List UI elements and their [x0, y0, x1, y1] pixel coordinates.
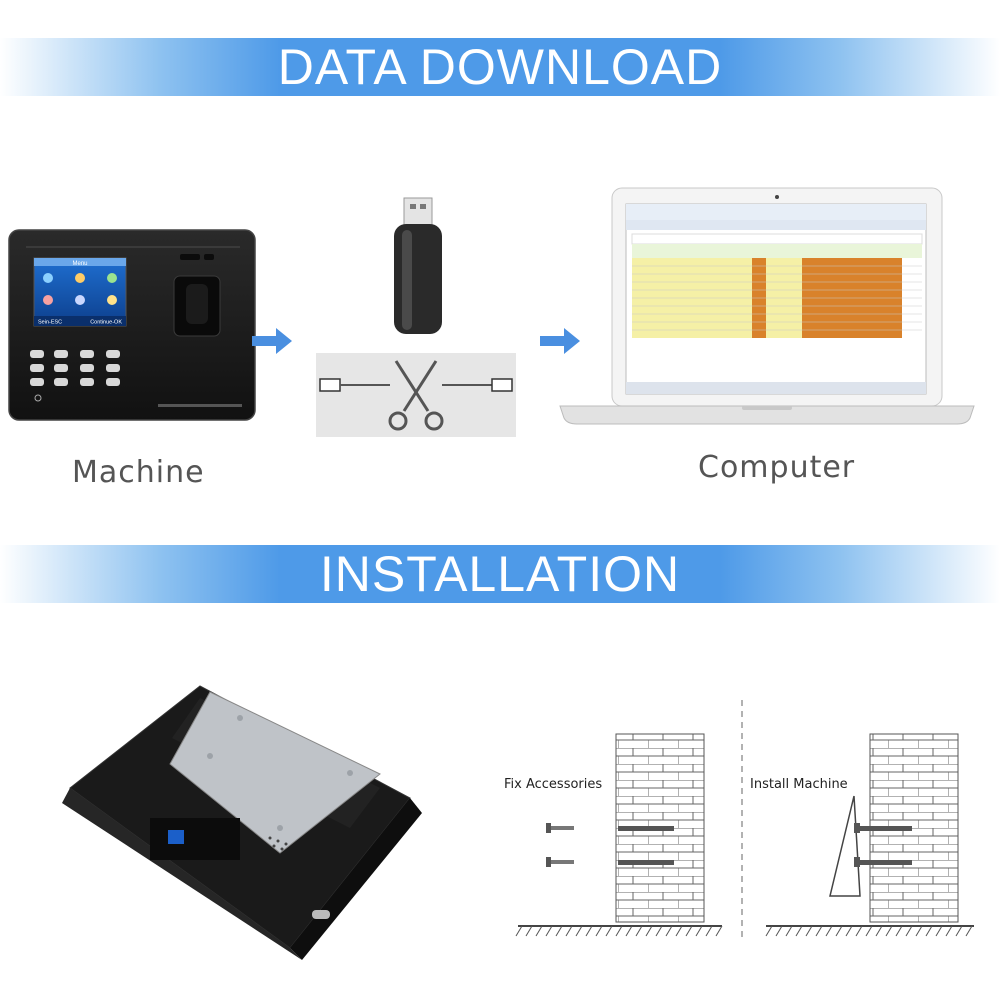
- attendance-machine: Menu Sein-ESC Continue-OK: [8, 228, 258, 423]
- install-machine-label: Install Machine: [750, 777, 848, 792]
- device-screen-right-hint: Continue-OK: [90, 320, 122, 326]
- device-screen-left-hint: Sein-ESC: [38, 320, 62, 326]
- machine-caption: Machine: [72, 455, 205, 490]
- installation-banner: INSTALLATION: [0, 545, 1000, 603]
- computer-caption: Computer: [698, 450, 856, 485]
- data-download-banner: DATA DOWNLOAD: [0, 38, 1000, 96]
- machine-back-photo: [50, 678, 440, 963]
- right-arrow-icon: [538, 326, 584, 361]
- fix-accessories-label: Fix Accessories: [504, 777, 603, 792]
- scissors-icon: [388, 360, 444, 431]
- device-screen-title: Menu: [72, 261, 87, 267]
- usb-drive-icon: [388, 196, 448, 341]
- data-download-title: DATA DOWNLOAD: [277, 39, 723, 95]
- usb-cable-cut-icon: [316, 353, 516, 437]
- right-arrow-icon: [250, 326, 296, 361]
- wall-mount-diagram: [498, 700, 978, 950]
- installation-title: INSTALLATION: [319, 546, 681, 602]
- laptop-computer: [552, 186, 982, 431]
